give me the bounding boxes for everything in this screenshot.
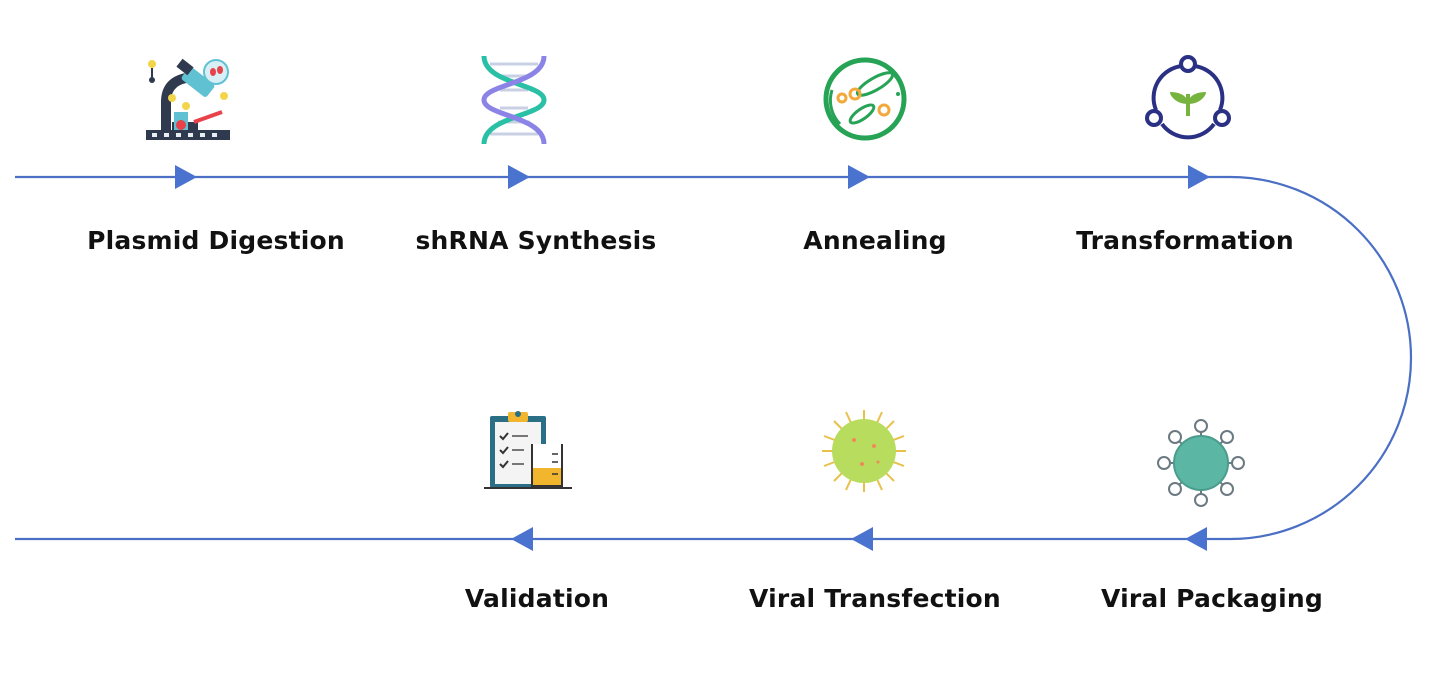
flow-arrows xyxy=(175,165,1210,551)
virus-green-icon xyxy=(822,410,906,492)
arrow-left-2 xyxy=(851,527,873,551)
virus-teal-icon xyxy=(1157,419,1245,507)
flow-connector-line xyxy=(15,175,1413,541)
arrow-right-3 xyxy=(848,165,870,189)
arrow-left-3 xyxy=(511,527,533,551)
step-label-viral-transfection: Viral Transfection xyxy=(749,584,1001,613)
arrow-right-1 xyxy=(175,165,197,189)
cycle-sprout-icon xyxy=(1145,55,1231,140)
step-label-validation: Validation xyxy=(464,584,610,613)
clipboard-beaker-icon xyxy=(484,411,572,489)
step-label-annealing: Annealing xyxy=(803,226,947,255)
step-label-plasmid-digestion: Plasmid Digestion xyxy=(87,226,345,255)
petri-dish-icon xyxy=(823,57,907,141)
arrow-right-4 xyxy=(1188,165,1210,189)
dna-helix-icon xyxy=(481,55,547,145)
step-label-viral-packaging: Viral Packaging xyxy=(1101,584,1323,613)
microscope-icon xyxy=(146,58,230,140)
step-label-shrna-synthesis: shRNA Synthesis xyxy=(415,226,657,255)
arrow-left-1 xyxy=(1185,527,1207,551)
arrow-right-2 xyxy=(508,165,530,189)
step-label-transformation: Transformation xyxy=(1076,226,1294,255)
